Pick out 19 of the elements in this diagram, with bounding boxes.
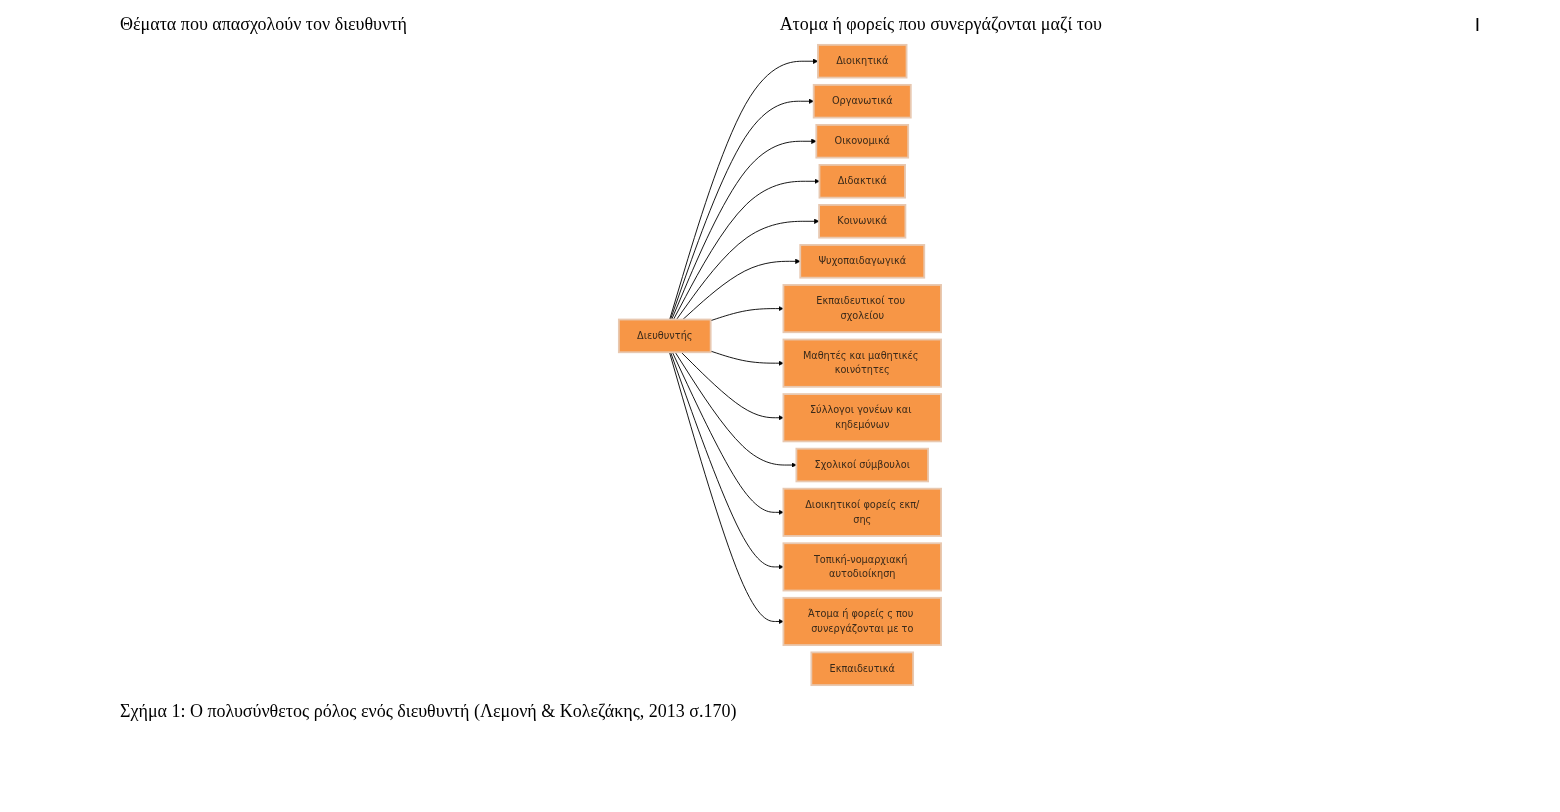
node-box: Διοικητικοί φορείς εκπ/σης	[782, 487, 942, 537]
node-box: Ψυχοπαιδαγωγικά	[799, 244, 926, 279]
node-box: Διευθυντής	[617, 318, 712, 354]
node-box: Διδακτικά	[818, 164, 906, 199]
node-box: Οικονομικά	[815, 124, 910, 159]
node-box: Κοινωνικά	[818, 204, 907, 239]
node-box: Εκπαιδευτικά	[810, 651, 915, 687]
node-box: Διοικητικά	[817, 43, 908, 79]
node-box: Μαθητές και μαθητικές κοινότητες	[782, 338, 942, 388]
node-box: Τοπική-νομαρχιακή αυτοδιοίκηση	[782, 542, 942, 592]
column-heading: Ατομα ή φορείς που συνεργάζονται μαζί του	[779, 14, 1102, 35]
node-box: Άτομα ή φορείς ς που συνεργάζονται με το	[782, 596, 942, 647]
node-box: Σχολικοί σύμβουλοι	[795, 447, 930, 483]
node-box: Εκπαιδευτικοί του σχολείου	[782, 284, 942, 334]
node-box: Σύλλογοι γονέων και κηδεμόνων	[782, 393, 942, 443]
node-box: Οργανωτικά	[812, 83, 912, 119]
column-heading: Θέματα που απασχολούν τον διευθυντή	[120, 14, 407, 35]
figure-caption: Σχήμα 1: Ο πολυσύνθετος ρόλος ενός διευθυντή (Λεμονή & Κολεζάκης, 2013 σ.170)	[119, 700, 738, 722]
stray-mark: I	[1474, 14, 1480, 35]
